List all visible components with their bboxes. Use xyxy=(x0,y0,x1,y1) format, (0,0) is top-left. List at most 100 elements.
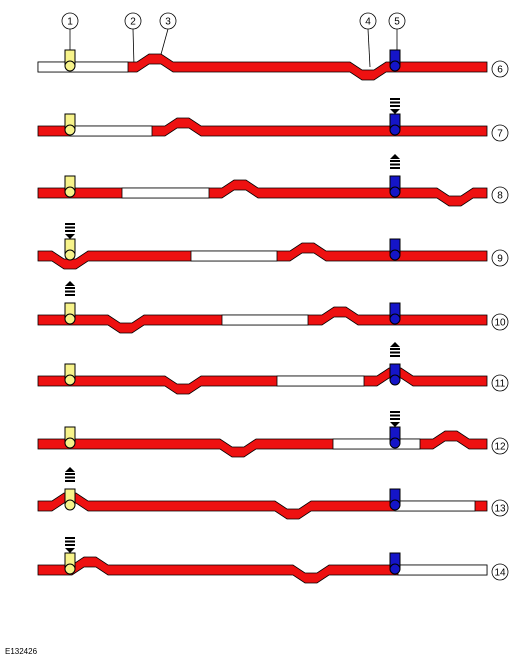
motion-bar xyxy=(390,98,400,100)
follower-roller xyxy=(389,124,401,136)
cam-band xyxy=(37,53,488,81)
motion-arrow-down xyxy=(65,537,75,553)
arrow-head-up xyxy=(390,154,400,159)
follower-right xyxy=(389,488,401,511)
callout-number: 3 xyxy=(165,17,171,28)
follower-roller xyxy=(64,60,76,72)
motion-bar xyxy=(65,226,75,229)
motion-bar xyxy=(65,480,75,482)
follower-right xyxy=(389,363,401,386)
motion-bar xyxy=(390,418,400,420)
callout-number: 1 xyxy=(67,17,73,28)
leader-line xyxy=(367,28,371,68)
row-label-circle xyxy=(491,249,509,267)
follower-right xyxy=(389,113,401,136)
sequence-row: 6 xyxy=(37,49,509,81)
open-section xyxy=(276,375,365,387)
sequence-row: 10 xyxy=(37,281,509,334)
motion-bar xyxy=(65,537,75,539)
follower-right xyxy=(389,552,401,575)
follower-roller xyxy=(389,249,401,261)
motion-bar xyxy=(65,540,75,543)
follower-roller xyxy=(389,437,401,449)
motion-bar xyxy=(390,351,400,354)
motion-bar xyxy=(390,355,400,357)
callout-circle xyxy=(388,12,406,30)
follower-roller xyxy=(389,60,401,72)
follower-left xyxy=(64,175,76,198)
follower-left xyxy=(64,302,76,325)
callout-number: 5 xyxy=(394,17,400,28)
callout-circle xyxy=(359,12,377,30)
motion-arrow-up xyxy=(65,467,75,482)
follower-right xyxy=(389,175,401,198)
open-section xyxy=(397,564,488,576)
motion-bar xyxy=(65,544,75,546)
motion-arrow-up xyxy=(390,154,400,169)
follower-roller xyxy=(64,186,76,198)
row-label: 6 xyxy=(497,65,503,76)
follower-roller xyxy=(389,374,401,386)
callout-circle xyxy=(61,12,79,30)
follower-roller xyxy=(64,437,76,449)
motion-arrow-down xyxy=(65,223,75,239)
row-label: 8 xyxy=(497,191,503,202)
callout-2: 2 xyxy=(124,12,142,67)
follower-roller xyxy=(389,499,401,511)
cam-band xyxy=(37,179,488,207)
row-label-circle xyxy=(491,374,509,392)
open-section xyxy=(37,61,129,73)
callout-4: 4 xyxy=(359,12,377,68)
motion-bar xyxy=(65,476,75,479)
rows-layer: 6 7 8 9 10 11 12 13 14 xyxy=(37,49,509,584)
follower-roller xyxy=(64,249,76,261)
follower-roller xyxy=(389,186,401,198)
row-label: 14 xyxy=(494,568,506,579)
motion-arrow-up xyxy=(65,281,75,296)
open-section xyxy=(121,187,210,199)
motion-bar xyxy=(65,294,75,296)
follower-left xyxy=(64,49,76,72)
row-label: 13 xyxy=(494,504,506,515)
follower-roller xyxy=(389,313,401,325)
open-section xyxy=(190,250,278,262)
follower-roller xyxy=(64,563,76,575)
follower-roller xyxy=(64,499,76,511)
follower-left xyxy=(64,488,76,511)
row-label: 12 xyxy=(494,442,506,453)
follower-right xyxy=(389,426,401,449)
follower-roller xyxy=(389,563,401,575)
cam-band xyxy=(37,430,488,458)
sequence-row: 9 xyxy=(37,223,509,270)
open-section xyxy=(332,438,421,450)
sequence-row: 11 xyxy=(37,342,509,395)
follower-left xyxy=(64,363,76,386)
motion-bar xyxy=(65,230,75,232)
row-label-circle xyxy=(491,124,509,142)
follower-right xyxy=(389,49,401,72)
arrow-head-down xyxy=(390,422,400,427)
leader-line xyxy=(132,28,135,67)
sequence-row: 7 xyxy=(37,98,509,142)
open-section xyxy=(69,125,153,137)
motion-bar xyxy=(390,101,400,104)
follower-left xyxy=(64,238,76,261)
motion-bar xyxy=(390,414,400,417)
follower-left xyxy=(64,552,76,575)
arrow-head-up xyxy=(390,342,400,347)
motion-arrow-down xyxy=(390,411,400,427)
row-label-circle xyxy=(491,313,509,331)
row-label-circle xyxy=(491,499,509,517)
open-section xyxy=(221,314,309,326)
row-label: 10 xyxy=(494,318,506,329)
row-label: 9 xyxy=(497,254,503,265)
motion-arrow-down xyxy=(390,98,400,114)
sequence-row: 12 xyxy=(37,411,509,458)
row-label-circle xyxy=(491,437,509,455)
motion-bar xyxy=(390,163,400,166)
motion-bar xyxy=(65,287,75,289)
motion-bar xyxy=(65,223,75,225)
cam-band xyxy=(37,367,488,395)
leader-line xyxy=(159,28,169,59)
